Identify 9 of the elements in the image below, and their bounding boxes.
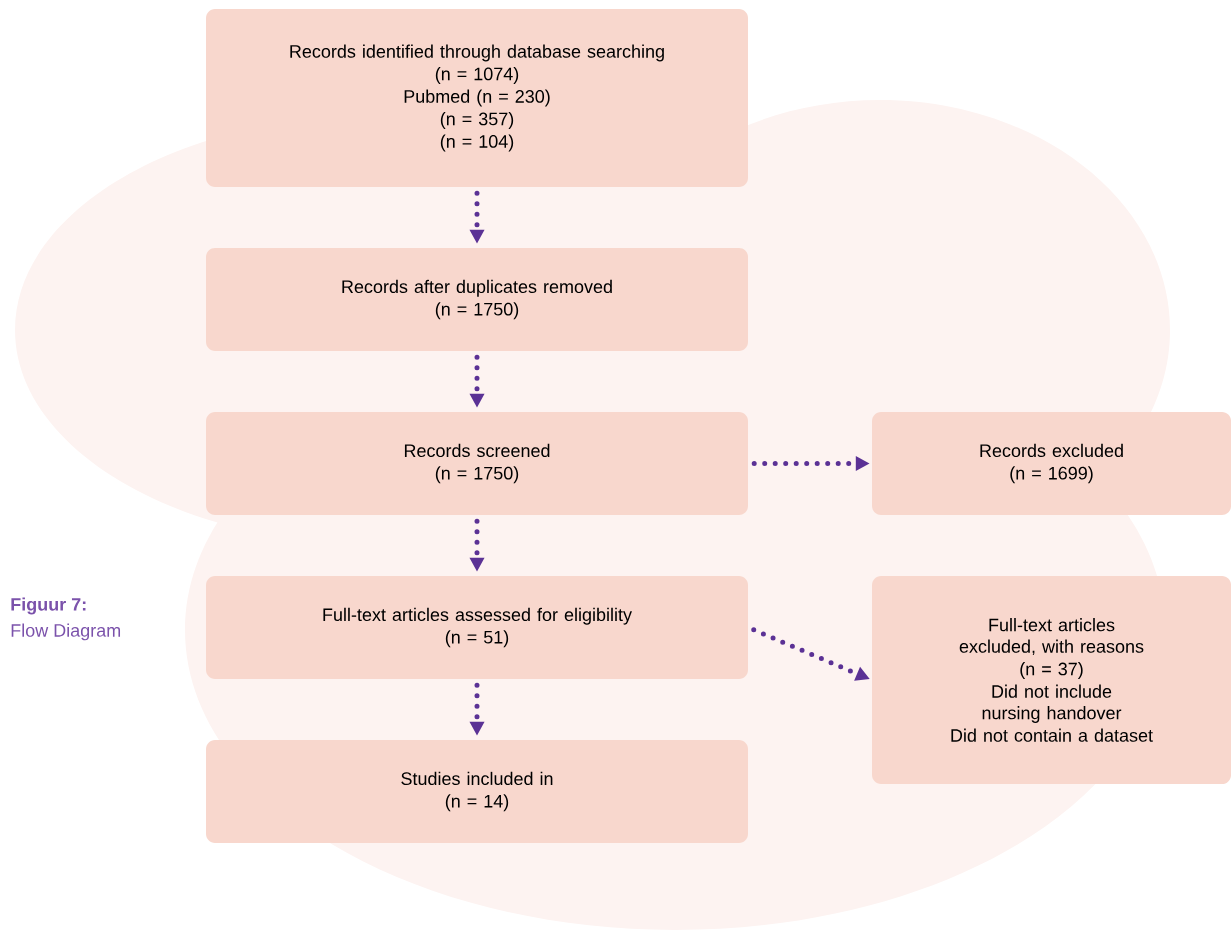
figure-caption: Flow Diagram: [11, 623, 120, 641]
process-box: Records identified through database searching (n = 1074) Pubmed (n = 230) (n = 357) (n = 104): [206, 9, 748, 187]
process-box: Records excluded (n = 1699): [872, 412, 1231, 515]
process-box: Studies included in (n = 14): [206, 740, 748, 843]
figure-caption: Figuur 7:: [11, 597, 86, 615]
process-box: Full-text articles assessed for eligibility (n = 51): [206, 576, 748, 679]
process-box: Records screened (n = 1750): [206, 412, 748, 515]
process-box: Records after duplicates removed (n = 1750): [206, 248, 748, 351]
process-box: Full-text articles excluded, with reasons (n = 37) Did not include nursing handover Did not contain a dataset: [872, 576, 1231, 784]
